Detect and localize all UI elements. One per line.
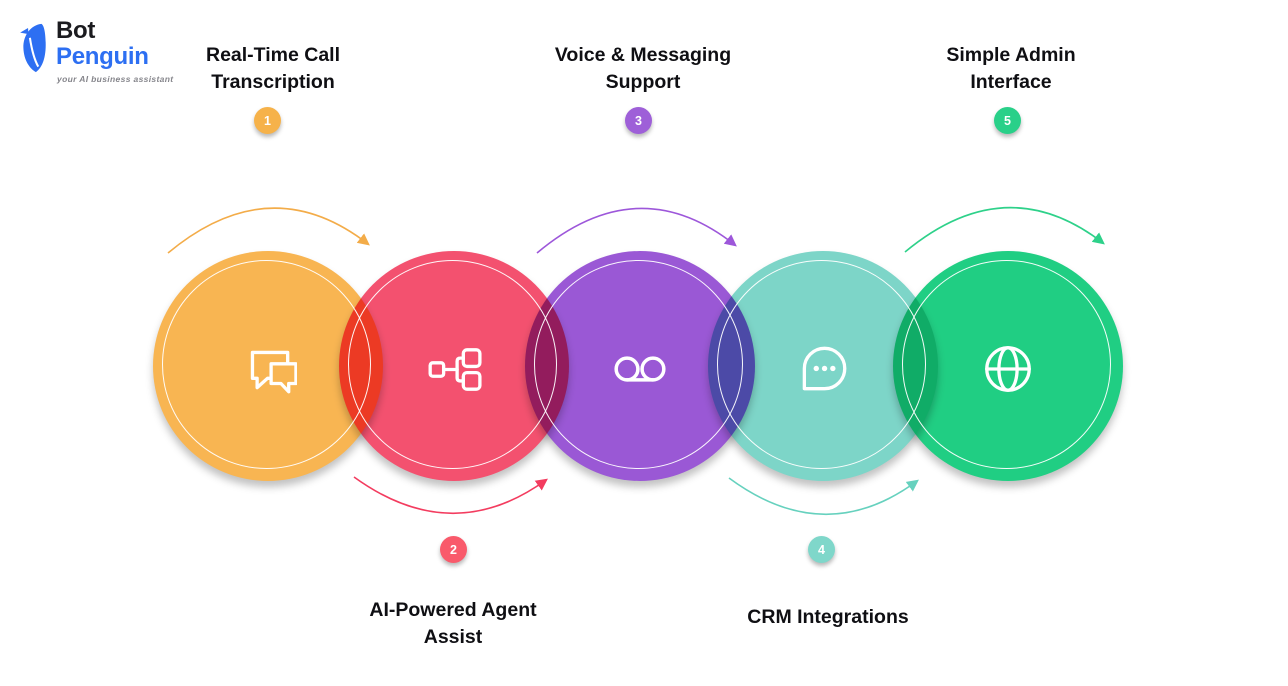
penguin-body: [23, 23, 46, 73]
front-bubble: [269, 362, 297, 394]
dot-3: [830, 365, 836, 372]
step-2-label-line1: AI-Powered Agent: [369, 599, 537, 621]
arrow-step-3-to-4: [536, 207, 737, 254]
chat-bubble-outline: [802, 346, 847, 391]
step-4-number-badge: 4: [808, 536, 835, 563]
step-5-number-badge: 5: [994, 107, 1021, 134]
dot-2: [821, 365, 828, 372]
branch-fork: [455, 356, 465, 383]
arrow-step-2-to-3: [353, 476, 548, 514]
step-4-label: CRM Integrations: [678, 604, 978, 631]
step-2-label-line2: Assist: [423, 626, 483, 648]
branch-bottom-node: [461, 370, 482, 391]
step-3-label-line2: Support: [605, 71, 681, 93]
step-1-label-line1: Real-Time Call: [205, 44, 341, 66]
step-2-number-badge: 2: [440, 536, 467, 563]
step-3-number-badge: 3: [625, 107, 652, 134]
brand-tagline: your AI business assistant: [57, 74, 174, 84]
arrow-step-5-onward: [904, 206, 1105, 253]
back-bubble: [250, 350, 290, 390]
penguin-icon: [20, 23, 46, 73]
step-5-label-line2: Interface: [970, 71, 1052, 93]
step-1-label: Real-Time Call Transcription: [123, 42, 423, 96]
step-5-inner-ring: [902, 260, 1111, 469]
penguin-beak: [20, 28, 29, 35]
step-3-label: Voice & Messaging Support: [493, 42, 793, 96]
branch-top-node: [461, 348, 482, 369]
brand-name-bot: Bot: [56, 17, 96, 44]
arrow-step-1-to-2: [167, 207, 370, 254]
step-1-number-badge: 1: [254, 107, 281, 134]
step-5-label: Simple Admin Interface: [861, 42, 1161, 96]
brand-name: Bot Penguin: [56, 18, 149, 70]
workflow-branch-icon: [425, 340, 483, 398]
chat-bubbles-icon: [239, 340, 297, 398]
step-2-label: AI-Powered Agent Assist: [303, 597, 603, 651]
penguin-wing: [28, 37, 40, 68]
voicemail-icon: [611, 340, 669, 398]
voicemail-right-reel: [640, 356, 666, 382]
step-4-label-line1: CRM Integrations: [747, 606, 909, 628]
arrow-step-4-to-5: [728, 477, 919, 515]
botpenguin-logo: Bot Penguin your AI business assistant: [16, 18, 173, 88]
voicemail-left-reel: [614, 356, 640, 382]
brand-name-penguin: Penguin: [56, 43, 149, 70]
step-5-label-line1: Simple Admin: [946, 44, 1076, 66]
branch-root-node: [428, 361, 446, 378]
chat-dots-icon: [794, 340, 852, 398]
dot-1: [813, 365, 819, 372]
step-1-label-line2: Transcription: [211, 71, 335, 93]
step-3-label-line1: Voice & Messaging: [554, 44, 732, 66]
globe-icon: [979, 340, 1037, 398]
